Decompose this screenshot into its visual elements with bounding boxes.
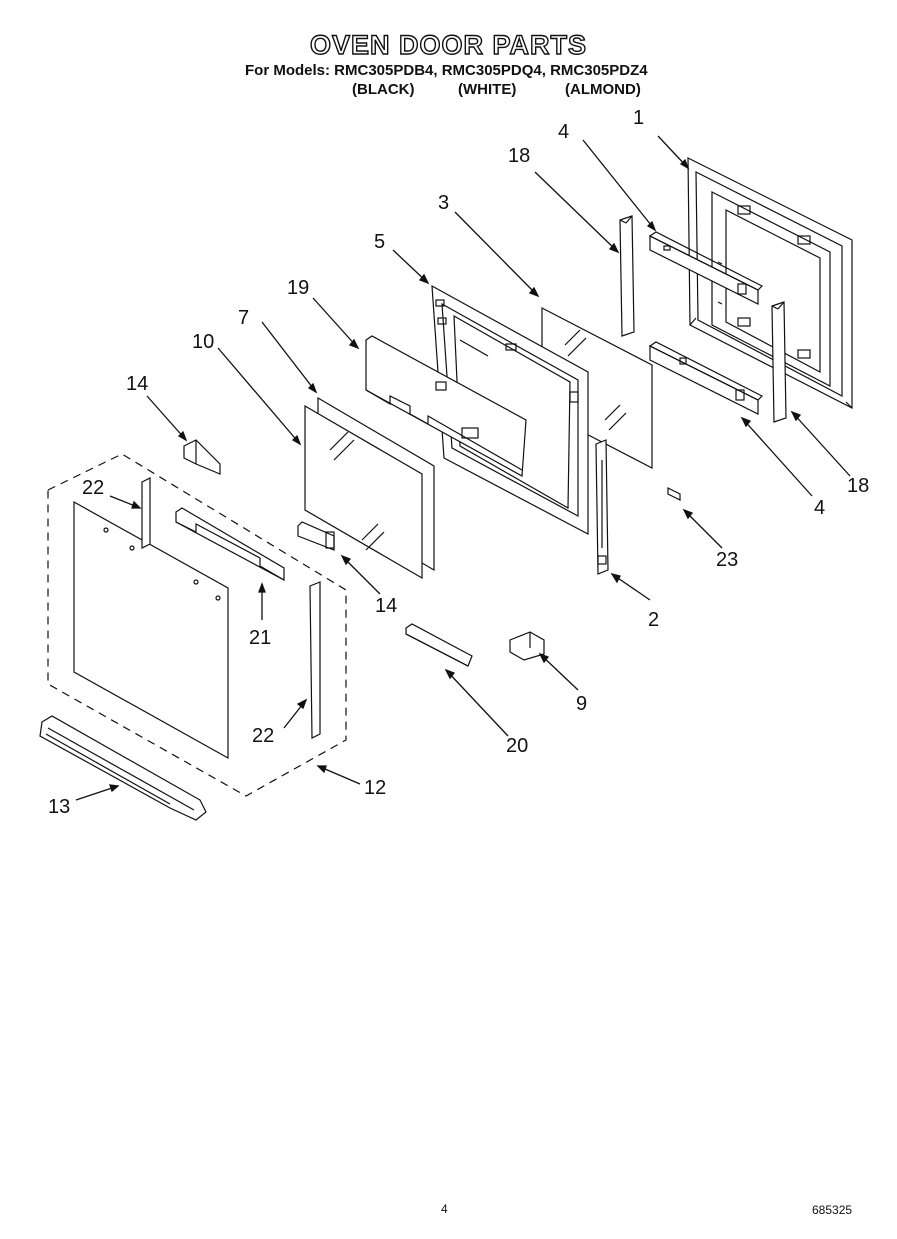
callout-1: 1 bbox=[633, 107, 645, 129]
part-outer-door-panel bbox=[73, 500, 229, 760]
callout-21: 21 bbox=[249, 627, 272, 649]
model-list: For Models: RMC305PDB4, RMC305PDQ4, RMC3… bbox=[245, 62, 648, 79]
diagram-title: OVEN DOOR PARTS bbox=[309, 29, 588, 60]
part-door-assembly-outline bbox=[47, 453, 347, 797]
callout-2: 2 bbox=[648, 609, 660, 631]
callout-18-upper: 18 bbox=[508, 145, 531, 167]
callout-19: 19 bbox=[287, 277, 310, 299]
part-hinge-clip-upper bbox=[183, 439, 221, 475]
part-hinge bbox=[595, 439, 609, 575]
callout-18-lower: 18 bbox=[847, 475, 870, 497]
part-clip bbox=[667, 487, 681, 501]
part-side-trim-left bbox=[141, 477, 151, 549]
color-almond: (ALMOND) bbox=[565, 81, 641, 98]
callout-10: 10 bbox=[192, 331, 215, 353]
callout-20: 20 bbox=[506, 735, 529, 757]
part-door-channel bbox=[175, 507, 285, 582]
callout-14-lower: 14 bbox=[375, 595, 398, 617]
callout-13: 13 bbox=[48, 796, 71, 818]
part-inner-glass bbox=[541, 307, 653, 469]
part-channel-lower bbox=[648, 341, 764, 415]
part-glass-front bbox=[304, 404, 423, 580]
part-side-trim-right bbox=[309, 581, 321, 739]
page-number: 4 bbox=[441, 1202, 448, 1216]
document-number: 685325 bbox=[812, 1203, 853, 1217]
color-white: (WHITE) bbox=[458, 81, 517, 98]
callout-3: 3 bbox=[438, 192, 450, 214]
callout-22-lower: 22 bbox=[252, 725, 275, 747]
callout-22-upper: 22 bbox=[82, 477, 105, 499]
part-hinge-clip-lower bbox=[297, 521, 335, 551]
callout-7: 7 bbox=[238, 307, 250, 329]
callout-9: 9 bbox=[576, 693, 588, 715]
part-bracket bbox=[509, 631, 545, 661]
part-door-handle bbox=[39, 715, 207, 821]
part-side-strip-right bbox=[771, 301, 787, 423]
part-side-strip-left bbox=[619, 215, 635, 337]
callout-5: 5 bbox=[374, 231, 386, 253]
part-heat-shield bbox=[365, 335, 527, 477]
callout-4-upper: 4 bbox=[558, 121, 570, 143]
callout-14-upper: 14 bbox=[126, 373, 149, 395]
part-channel-upper bbox=[648, 231, 764, 305]
callout-23: 23 bbox=[716, 549, 739, 571]
color-black: (BLACK) bbox=[352, 81, 415, 98]
callout-4-lower: 4 bbox=[814, 497, 826, 519]
part-vent-strip bbox=[405, 623, 473, 667]
callout-12: 12 bbox=[364, 777, 387, 799]
leader-lines bbox=[75, 135, 851, 801]
